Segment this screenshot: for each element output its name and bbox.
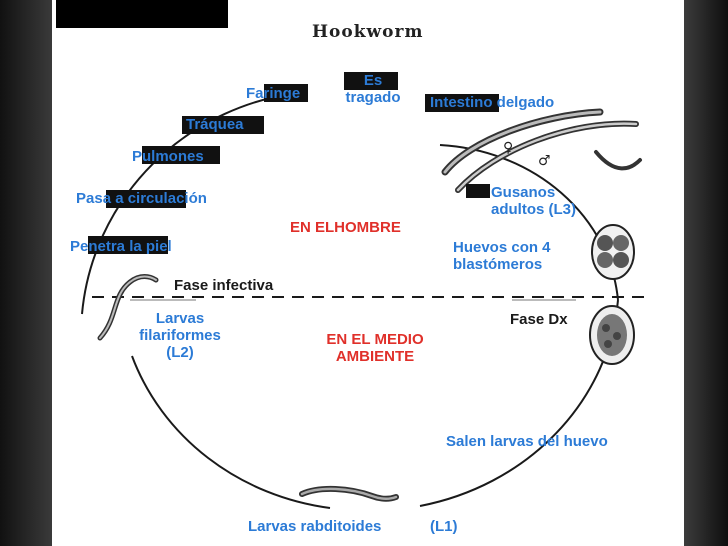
label-huevos-4-blastomeros: Huevos con 4 blastómeros bbox=[453, 239, 551, 273]
label-larvas-rabditoides: Larvas rabditoides bbox=[248, 518, 382, 535]
diagram-title: Hookworm bbox=[312, 22, 424, 42]
label-salen-larvas-del-huevo: Salen larvas del huevo bbox=[446, 433, 608, 450]
label-faringe: Faringe bbox=[246, 85, 301, 102]
cycle-arc-lower-right bbox=[419, 299, 619, 507]
cycle-arc-upper-right bbox=[439, 144, 619, 301]
adult-female-worm bbox=[441, 108, 604, 176]
highlight-gusanos bbox=[466, 184, 490, 198]
cycle-arc-lower-left bbox=[131, 355, 331, 509]
slide-canvas bbox=[52, 0, 684, 546]
redaction-box bbox=[56, 0, 228, 28]
right-frame bbox=[684, 0, 728, 546]
egg-4-blastomeres-icon bbox=[591, 224, 635, 280]
highlight-traquea bbox=[182, 116, 264, 134]
label-pasa-a-circulacion: Pasa a circulación bbox=[76, 190, 207, 207]
highlight-piel bbox=[88, 236, 168, 254]
zone-label-environment: EN EL MEDIO AMBIENTE bbox=[326, 331, 424, 365]
label-pulmones: Pulmones bbox=[132, 148, 204, 165]
highlight-es bbox=[344, 72, 398, 90]
highlight-intestino bbox=[425, 94, 499, 112]
label-traquea: Tráquea bbox=[186, 116, 244, 133]
label-larvas-filariformes: Larvas filariformes (L2) bbox=[139, 310, 221, 361]
label-fase-infectiva: Fase infectiva bbox=[174, 277, 274, 294]
highlight-pulmones bbox=[142, 146, 220, 164]
label-penetra-la-piel: Penetra la piel bbox=[70, 238, 172, 255]
filariform-larva-icon bbox=[97, 274, 159, 341]
label-gusanos-adultos: Gusanos adultos (L3) bbox=[491, 184, 576, 218]
rhabditiform-larva-icon bbox=[299, 485, 399, 502]
label-l1: (L1) bbox=[430, 518, 458, 535]
highlight-faringe bbox=[264, 84, 308, 102]
embryonated-egg-icon bbox=[589, 305, 635, 365]
label-intestino-delgado: Intestino delgado bbox=[430, 94, 555, 111]
label-fase-dx: Fase Dx bbox=[510, 311, 568, 328]
zone-label-human: EN ELHOMBRE bbox=[290, 219, 401, 236]
male-symbol: ♂ bbox=[538, 153, 551, 169]
label-es-tragado: Es tragado bbox=[345, 72, 401, 106]
highlight-circulacion bbox=[106, 190, 186, 208]
left-frame bbox=[0, 0, 52, 546]
female-symbol: ♀ bbox=[503, 140, 513, 156]
male-worm-tail bbox=[594, 150, 642, 171]
